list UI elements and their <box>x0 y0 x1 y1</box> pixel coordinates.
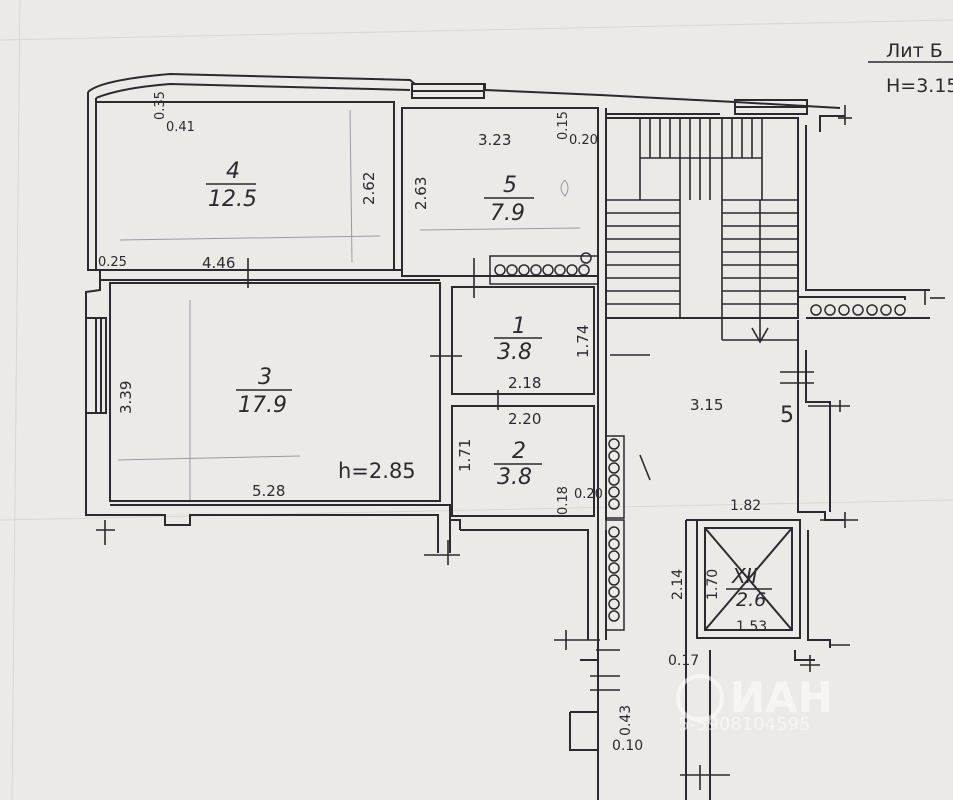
dim-0-15: 0.15 <box>556 111 571 140</box>
room-4-number: 4 <box>226 159 240 184</box>
dim-0-17: 0.17 <box>668 653 699 669</box>
watermark: ИАН 5-5908104595 <box>676 673 833 735</box>
room-3-height-dim: 3.39 <box>117 381 135 414</box>
room-1-width-dim: 2.18 <box>508 374 541 392</box>
dim-0-25: 0.25 <box>98 255 127 270</box>
room-5-area: 7.9 <box>490 201 525 226</box>
watermark-logo-icon <box>676 674 724 722</box>
room-4-area: 12.5 <box>208 187 257 212</box>
dim-1-82: 1.82 <box>730 498 761 514</box>
room-5-number: 5 <box>503 173 517 198</box>
room-5-height-dim: 2.63 <box>412 177 430 210</box>
tick-marks <box>96 61 953 790</box>
watermark-brand: ИАН <box>730 673 833 722</box>
room-3-number: 3 <box>258 365 272 390</box>
room-2-height-dim: 1.71 <box>456 439 474 472</box>
room-2-area: 3.8 <box>497 465 532 490</box>
room-2-width-dim: 2.20 <box>508 410 541 428</box>
dim-2-14: 2.14 <box>670 569 686 600</box>
room-3-ceiling-height: h=2.85 <box>338 459 416 483</box>
room-xii-area: 2.6 <box>736 589 766 611</box>
room-xii-height-dim: 1.70 <box>705 569 721 600</box>
room-5-width-dim: 3.23 <box>478 131 511 149</box>
dim-0-35: 0.35 <box>153 91 168 120</box>
header-title: Лит Б <box>886 40 943 62</box>
room-4-height-dim: 2.62 <box>360 172 378 205</box>
room-2-number: 2 <box>512 439 526 464</box>
room-4-width-dim: 4.46 <box>202 254 235 272</box>
vent-circles <box>489 252 906 631</box>
dim-0-10: 0.10 <box>612 738 643 754</box>
header-height: Н=3.15 <box>886 75 953 97</box>
room-1-height-dim: 1.74 <box>574 325 592 358</box>
room-1-number: 1 <box>512 314 526 339</box>
pencil-marks <box>117 109 581 500</box>
dim-0-20-top: 0.20 <box>569 133 598 148</box>
dim-0-18: 0.18 <box>556 486 571 515</box>
watermark-code: 5-5908104595 <box>678 714 810 735</box>
dim-0-41: 0.41 <box>166 120 195 135</box>
room-1-area: 3.8 <box>497 340 532 365</box>
dim-0-20-bottom: 0.20 <box>574 487 603 502</box>
room-xii-number: XII <box>731 564 758 588</box>
dim-0-43: 0.43 <box>618 705 634 736</box>
hall-dim: 3.15 <box>690 396 723 414</box>
interior-walls <box>95 101 801 800</box>
room-3-area: 17.9 <box>238 393 287 418</box>
room-xii-width-dim: 1.53 <box>736 619 767 635</box>
hall-number: 5 <box>780 403 794 428</box>
staircase <box>606 118 798 344</box>
room-3-width-dim: 5.28 <box>252 482 285 500</box>
